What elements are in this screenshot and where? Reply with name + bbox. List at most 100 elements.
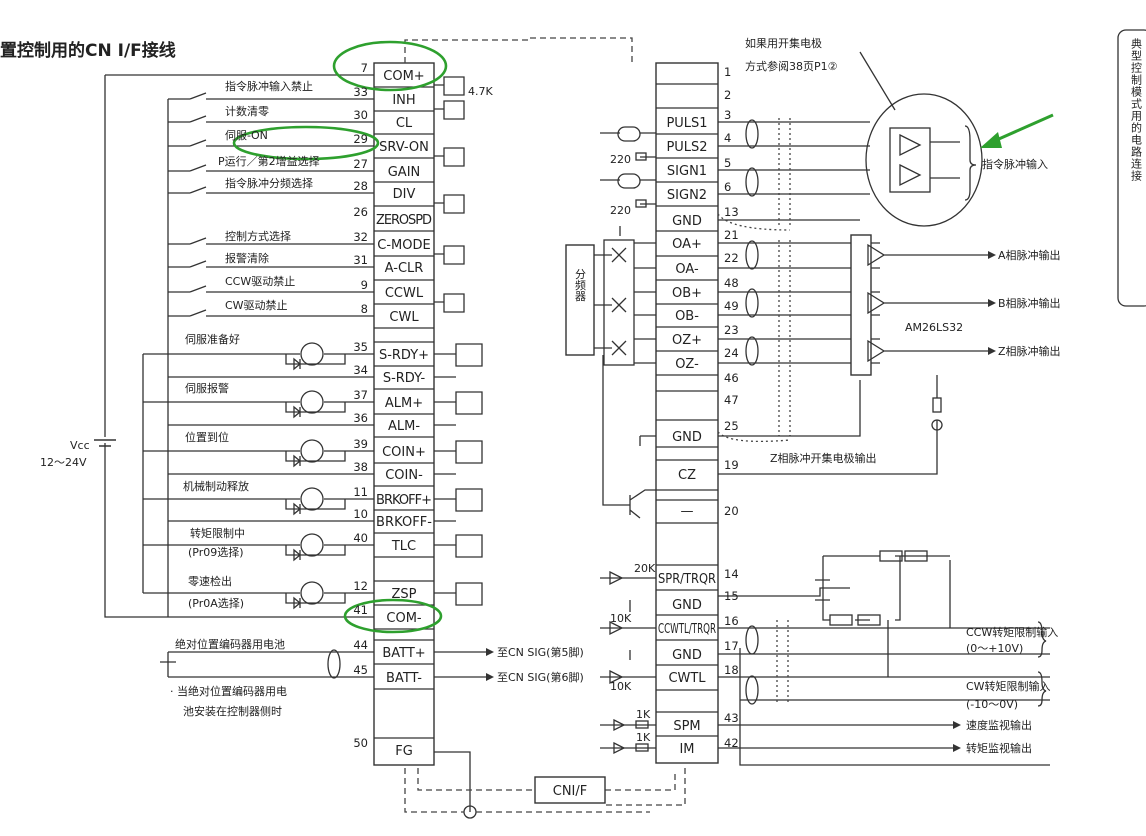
- optocoupler-icon: [617, 173, 641, 189]
- relay-wire: [143, 498, 374, 510]
- pin-label: COIN-: [385, 468, 423, 483]
- input-opto-icon: [434, 194, 465, 214]
- side-title-bracket: [1117, 29, 1146, 307]
- resistor-icon: [857, 614, 881, 626]
- vcc-range-label: 12～24V: [40, 456, 87, 469]
- pin-label: ZSP: [392, 587, 417, 602]
- opto-output-icon: [434, 488, 483, 512]
- shield-dotted: [776, 620, 789, 705]
- vcc-label: Vcc: [70, 439, 90, 452]
- input-opto-icon: [434, 293, 465, 313]
- battery-wires: [160, 651, 374, 678]
- pin-number: 23: [724, 323, 739, 337]
- diode-icon: [293, 502, 302, 516]
- pin-number: 10: [353, 507, 368, 521]
- open-collector-circle: [865, 93, 983, 227]
- shield-dotted: [717, 118, 791, 231]
- twisted-pair-icon: [745, 675, 759, 705]
- pin-number: 16: [724, 614, 739, 628]
- pin-number: 27: [353, 157, 368, 171]
- switch-icon: [168, 309, 374, 317]
- pin-label: SPM: [673, 719, 700, 734]
- resistor-value: 10K: [610, 680, 632, 693]
- pin-label: OB+: [672, 286, 702, 301]
- relay-wire: [143, 544, 374, 556]
- power-bus-wires: [104, 74, 374, 618]
- shield-dotted: [717, 240, 791, 442]
- pin-number: 38: [353, 460, 368, 474]
- b-phase-output-label: B相脉冲输出: [998, 296, 1061, 310]
- highlight-arrow-icon: [980, 113, 1054, 148]
- battery-label: 绝对位置编码器用电池: [175, 637, 285, 651]
- pin-number: 30: [353, 108, 368, 122]
- pin-label: GAIN: [388, 165, 421, 180]
- diode-icon: [293, 357, 302, 371]
- divider-label: 分频器: [574, 268, 587, 302]
- pin-number: 50: [353, 736, 368, 750]
- batt-plus-dest: 至CN SIG(第5脚): [497, 645, 584, 659]
- twisted-pair-icon: [745, 167, 759, 197]
- pin-number: 37: [353, 388, 368, 402]
- pin-number: 39: [353, 437, 368, 451]
- divider-box: [565, 244, 595, 356]
- pin-label: OZ+: [672, 333, 702, 348]
- switch-icon: [168, 237, 374, 245]
- input-signal-label: CW驱动禁止: [225, 299, 288, 312]
- relay-wire: [143, 450, 374, 462]
- pin-label: GND: [672, 598, 702, 613]
- relay-coil-icon: [300, 439, 324, 463]
- pin-number: 35: [353, 340, 368, 354]
- opamp-icons: [609, 570, 626, 755]
- resistor-icon: [829, 614, 853, 626]
- batt-minus-dest: 至CN SIG(第6脚): [497, 670, 584, 684]
- pin-label: CZ: [678, 468, 696, 483]
- switch-icon: [168, 285, 374, 293]
- arrow-icon: [953, 721, 961, 752]
- diagram-title: 置控制用的CN I/F接线: [0, 40, 176, 61]
- input-signal-label: 报警清除: [225, 251, 269, 265]
- pin-label: A-CLR: [385, 261, 424, 276]
- pin-label: INH: [392, 93, 415, 108]
- shield-dashed: [404, 768, 686, 813]
- switch-icon: [168, 92, 374, 100]
- pin-number: 18: [724, 663, 739, 677]
- monitor-wires: [600, 577, 955, 749]
- relay-coil-icon: [300, 390, 324, 414]
- pin-label: PULS1: [666, 116, 707, 131]
- pin-number: 25: [724, 419, 739, 433]
- pin-number: 31: [353, 253, 368, 267]
- pin-number: 47: [724, 393, 739, 407]
- pulse-input-label: 指令脉冲输入: [982, 157, 1048, 171]
- pin-label: DIV: [393, 187, 416, 202]
- line-driver-box: [889, 127, 931, 193]
- pin-number: 45: [353, 663, 368, 677]
- relay-coil-icon: [300, 487, 324, 511]
- pin-number: 22: [724, 251, 739, 265]
- relay-wire: [143, 401, 374, 413]
- resistor-value: 10K: [610, 612, 632, 625]
- right-connector-box: [655, 62, 719, 764]
- pin-number: 21: [724, 228, 739, 242]
- z-phase-output-label: Z相脉冲输出: [998, 344, 1061, 358]
- cw-torque-limit-label: CW转矩限制输入: [966, 679, 1051, 693]
- pin-label: C-MODE: [377, 238, 430, 253]
- switch-icon: [168, 139, 374, 147]
- resistor-value: 220: [610, 153, 631, 166]
- twisted-pair-icon: [745, 240, 759, 270]
- resistor-value: 4.7K: [468, 85, 493, 98]
- input-opto-icon: [434, 100, 465, 120]
- pin-number: 42: [724, 736, 739, 750]
- pin-number: 5: [724, 156, 731, 170]
- arrow-icon: [988, 251, 996, 355]
- pin-label: ZEROSPD: [376, 213, 432, 228]
- am26ls32-box: [850, 234, 872, 376]
- resistor-value: 220: [610, 204, 631, 217]
- fg-wire: [434, 751, 471, 812]
- pin-number: 29: [353, 132, 368, 146]
- leader-line: [859, 51, 896, 111]
- pin-number: 2: [724, 88, 731, 102]
- highlight-srv-on: [232, 125, 380, 161]
- output-signal-label: 伺服报警: [185, 381, 229, 395]
- pin-label: COIN+: [382, 445, 426, 460]
